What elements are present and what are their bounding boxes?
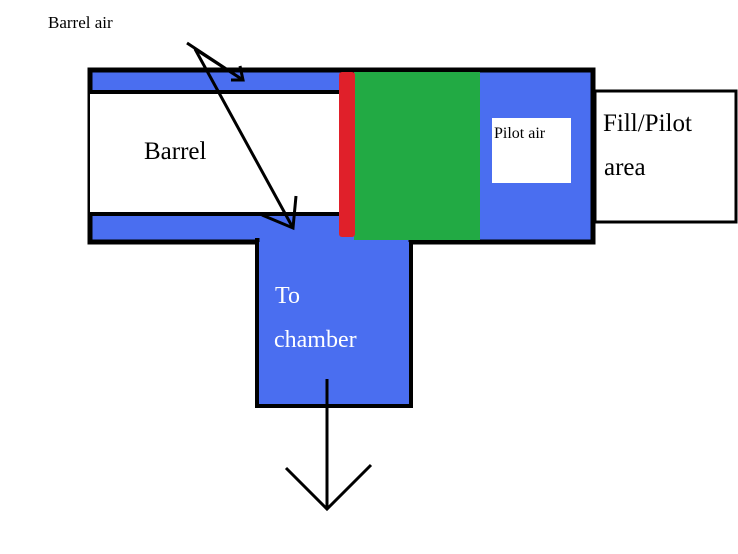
- fill-pilot-box: [593, 89, 738, 224]
- label-pilot-air: Pilot air: [494, 125, 546, 142]
- label-fill-pilot: Fill/Pilot: [603, 110, 692, 137]
- port-seam-fill: [259, 237, 409, 243]
- chamber-arrow-head: [284, 463, 373, 512]
- barrel-air-arrow: [186, 41, 295, 229]
- barrel-bore: [90, 92, 342, 214]
- pilot-air-box: [492, 118, 571, 183]
- barrel-air-arrowhead-top: [231, 65, 245, 82]
- label-barrel: Barrel: [144, 138, 207, 165]
- label-fill-pilot-area: area: [604, 154, 646, 181]
- label-chamber: chamber: [274, 327, 357, 353]
- piston-seal: [339, 72, 355, 237]
- chamber-port: [255, 238, 413, 408]
- barrel-air-arrowhead-bottom: [261, 195, 298, 231]
- label-barrel-air: Barrel air: [48, 13, 113, 32]
- label-to: To: [275, 283, 300, 309]
- piston: [354, 72, 480, 240]
